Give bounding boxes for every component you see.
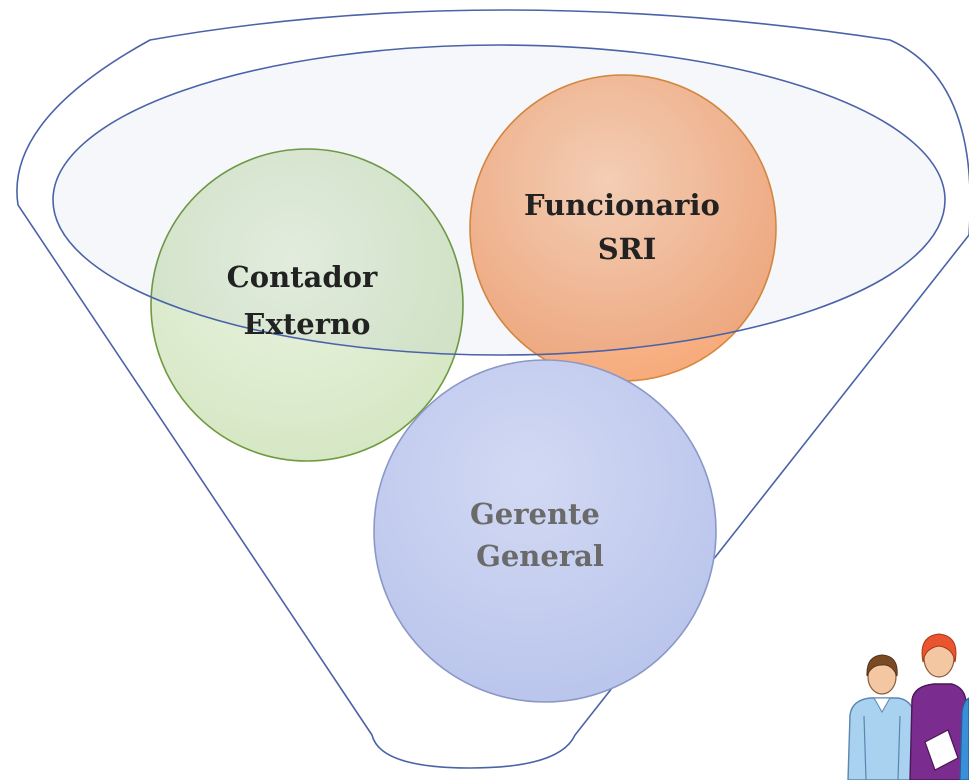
label-contador-line-2: Externo [244,307,371,341]
person-woman-icon [909,633,969,780]
person-man-icon [847,654,917,780]
people-group-icon [847,633,969,780]
label-contador-externo: Contador Externo [227,260,388,341]
label-gerente-line-2: General [476,539,604,573]
label-funcionario-sri: Funcionario SRI [524,188,730,266]
label-funcionario-line-1: Funcionario [524,188,720,222]
funnel-body [16,9,969,769]
funnel-rim [52,44,946,356]
label-contador-line-1: Contador [227,260,378,294]
circle-contador-externo [150,148,464,462]
label-funcionario-line-2: SRI [598,232,657,266]
label-gerente-line-1: Gerente [470,497,600,531]
label-gerente-general: Gerente General [470,497,610,573]
circle-gerente-general [373,359,717,703]
